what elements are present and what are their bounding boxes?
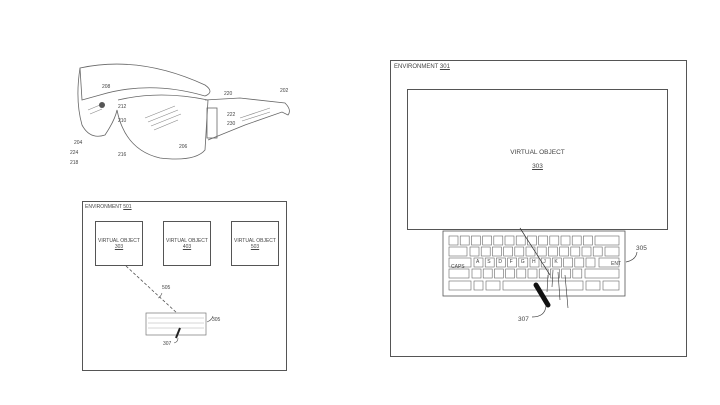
key [585, 269, 619, 278]
key-label: S [487, 259, 490, 265]
key [481, 247, 490, 256]
key [586, 281, 600, 290]
key [470, 247, 479, 256]
key [472, 269, 481, 278]
key [550, 236, 559, 245]
key [506, 269, 515, 278]
key [605, 247, 619, 256]
key [595, 236, 619, 245]
key [537, 247, 546, 256]
key [573, 269, 582, 278]
enter-key-label: ENT [611, 261, 621, 267]
key [449, 247, 467, 256]
key [492, 247, 501, 256]
key-label: D [498, 259, 502, 265]
key [571, 247, 580, 256]
key [583, 236, 592, 245]
key [515, 247, 524, 256]
key [505, 236, 514, 245]
key [561, 236, 570, 245]
key [575, 258, 584, 267]
key [539, 236, 548, 245]
key [471, 236, 480, 245]
key [494, 269, 503, 278]
key [460, 236, 469, 245]
key-label: H [532, 259, 536, 265]
key [516, 236, 525, 245]
key [486, 281, 500, 290]
key [564, 258, 573, 267]
key [474, 281, 483, 290]
keyboard-ref-305: 305 [636, 245, 647, 252]
key [526, 247, 535, 256]
key [517, 269, 526, 278]
key [572, 236, 581, 245]
key-label: J [543, 259, 546, 265]
key [528, 269, 537, 278]
key [603, 281, 619, 290]
key-label: K [554, 259, 557, 265]
key [449, 281, 471, 290]
key [562, 269, 571, 278]
key [449, 236, 458, 245]
key [504, 247, 513, 256]
key [494, 236, 503, 245]
key [548, 247, 557, 256]
key [593, 247, 602, 256]
hand-ref-307: 307 [518, 316, 529, 323]
key-label: A [476, 259, 479, 265]
key-label: G [521, 259, 525, 265]
key [527, 236, 536, 245]
key [560, 247, 569, 256]
key [586, 258, 595, 267]
key-label: F [510, 259, 513, 265]
key [582, 247, 591, 256]
key [483, 236, 492, 245]
key [483, 269, 492, 278]
key [503, 281, 583, 290]
caps-key-label: CAPS [451, 264, 465, 270]
key [449, 269, 469, 278]
